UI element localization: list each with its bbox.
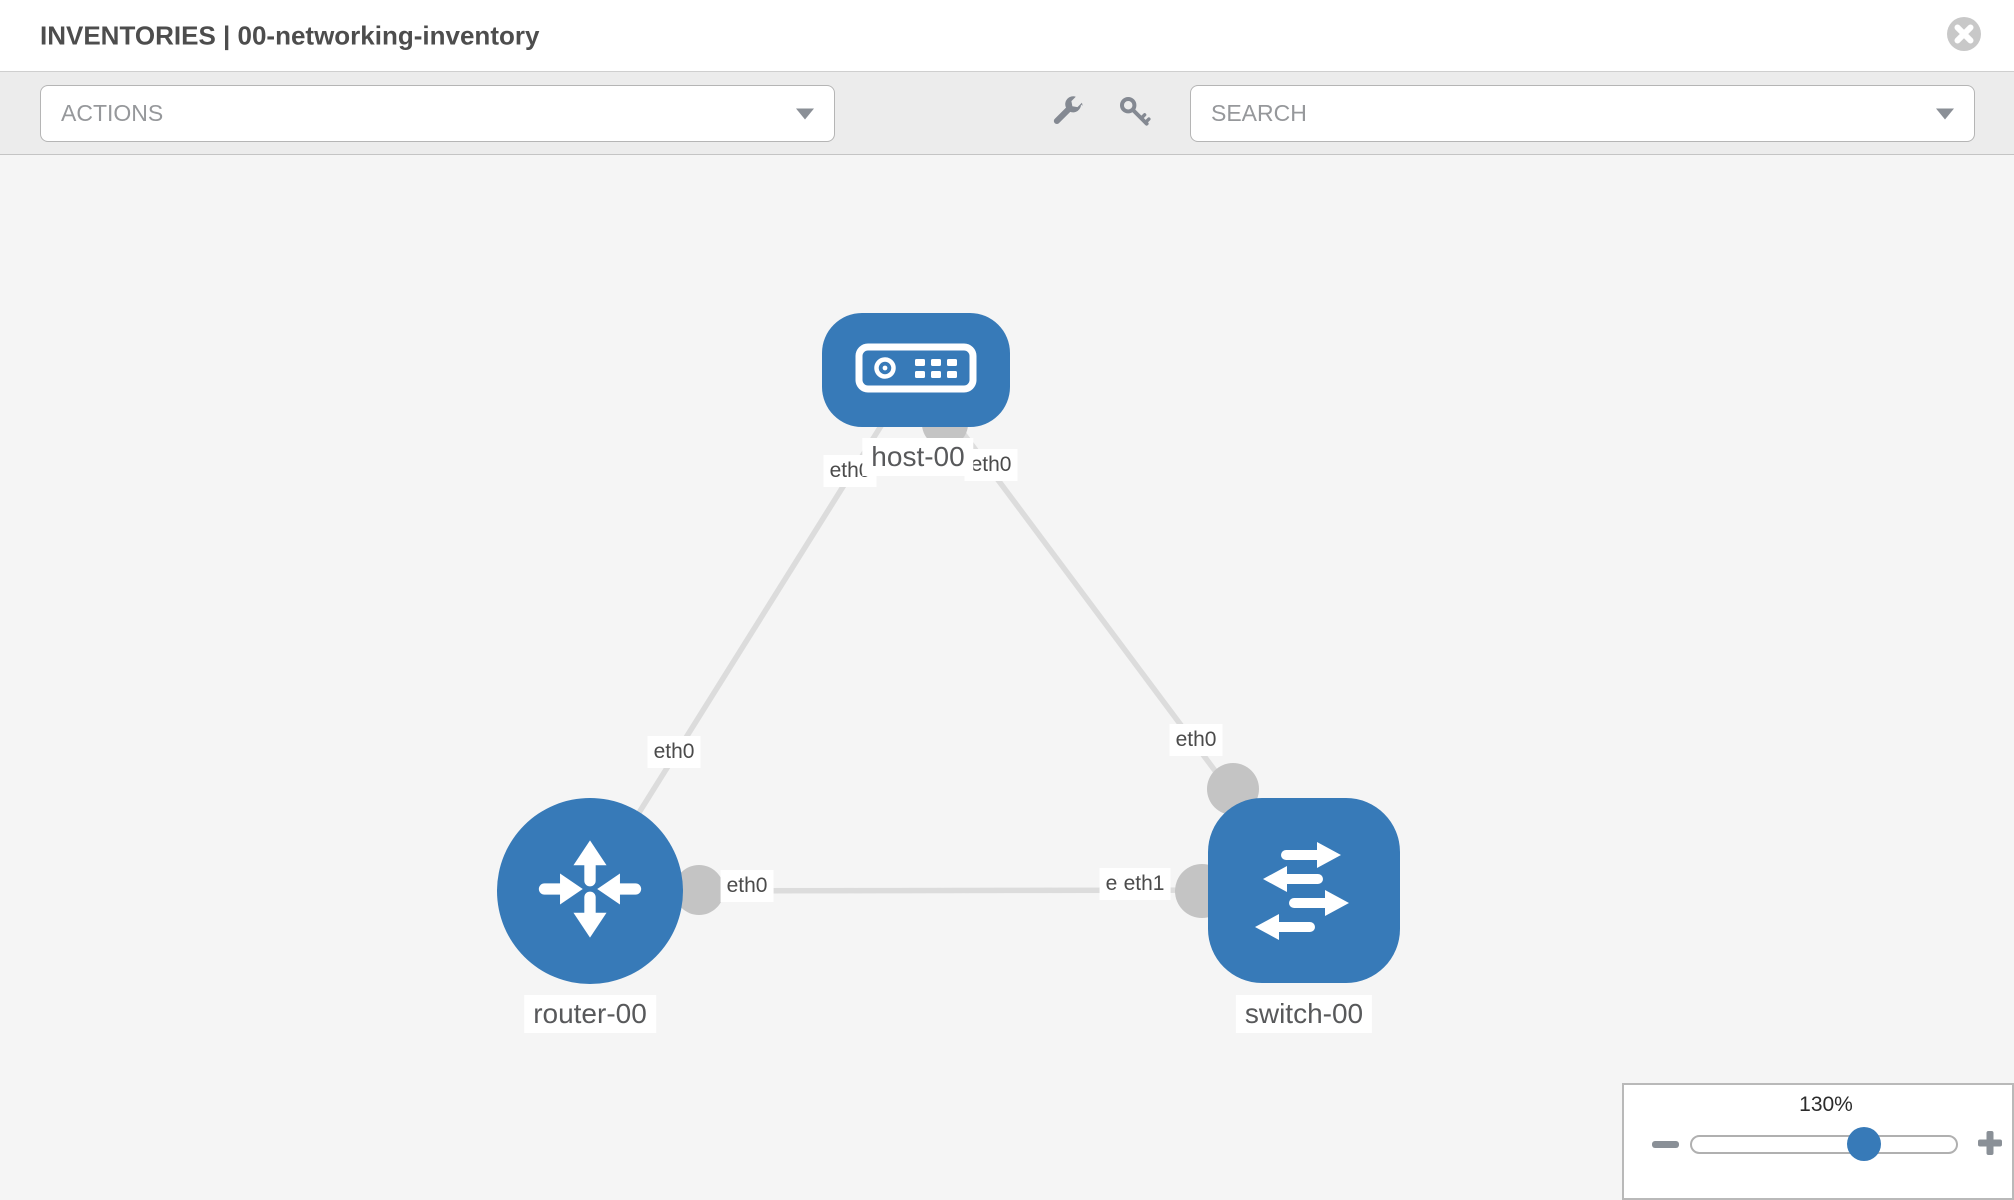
minus-icon	[1651, 1140, 1679, 1148]
zoom-slider-knob[interactable]	[1847, 1127, 1881, 1161]
switch-arrows-icon	[1244, 828, 1364, 953]
plus-icon	[1976, 1129, 2004, 1160]
search-dropdown-label: SEARCH	[1211, 100, 1307, 126]
chevron-down-icon	[796, 108, 814, 119]
topology-canvas[interactable]	[0, 155, 2014, 1200]
host-server-icon	[855, 342, 977, 399]
zoom-out-button[interactable]	[1647, 1129, 1683, 1159]
search-dropdown[interactable]: SEARCH	[1190, 85, 1975, 142]
close-icon	[1945, 17, 1983, 56]
interface-label-switch-to-host: eth0	[1169, 724, 1223, 756]
interface-label-router-to-host: eth0	[647, 736, 701, 768]
credentials-button[interactable]	[1112, 85, 1158, 142]
connector-dot-router-right	[674, 865, 724, 915]
configure-button[interactable]	[1044, 85, 1090, 142]
zoom-in-button[interactable]	[1972, 1126, 2008, 1162]
node-switch-00[interactable]	[1208, 798, 1400, 983]
zoom-level-value: 130%	[1799, 1093, 1853, 1116]
node-label-switch: switch-00	[1235, 995, 1373, 1033]
header: INVENTORIES | 00-networking-inventory	[0, 0, 2014, 71]
close-button[interactable]	[1945, 15, 1983, 53]
zoom-panel: 130%	[1622, 1083, 2014, 1200]
node-host-00[interactable]	[822, 313, 1010, 427]
router-arrows-icon	[528, 827, 652, 956]
chevron-down-icon	[1936, 108, 1954, 119]
actions-dropdown[interactable]: ACTIONS	[40, 85, 835, 142]
node-label-host: host-00	[862, 438, 974, 476]
interface-label-router-to-switch: eth0	[720, 870, 774, 902]
actions-dropdown-label: ACTIONS	[61, 100, 164, 126]
key-icon	[1118, 95, 1152, 132]
toolbar: ACTIONS SEARCH	[0, 71, 2014, 155]
zoom-slider-track[interactable]	[1690, 1135, 1958, 1154]
wrench-icon	[1050, 95, 1084, 132]
node-label-router: router-00	[524, 995, 656, 1033]
interface-label-switch-to-router: eth1	[1117, 868, 1171, 900]
node-router-00[interactable]	[497, 798, 683, 984]
page-title: INVENTORIES | 00-networking-inventory	[40, 20, 540, 50]
